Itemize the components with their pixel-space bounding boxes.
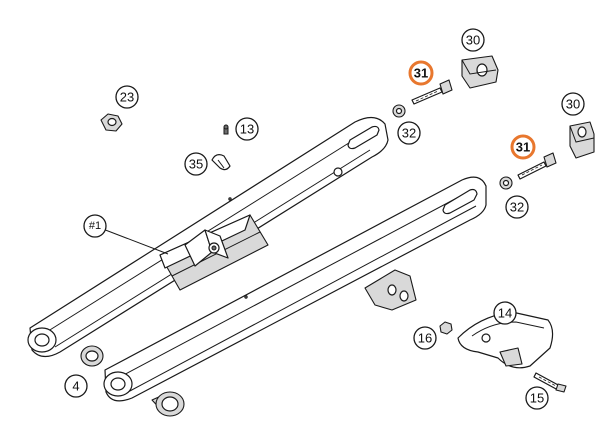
callout-13: 13	[235, 117, 259, 141]
callout-14-label: 14	[498, 306, 512, 321]
callout-30-lower: 30	[561, 92, 585, 116]
bolt-31-lower	[517, 152, 557, 180]
callout-swingarm: #1	[83, 214, 107, 238]
washer-32-upper	[392, 104, 406, 118]
callout-15-label: 15	[530, 391, 544, 406]
callout-30-upper: 30	[461, 28, 485, 52]
callout-23: 23	[115, 85, 139, 109]
nut-16	[439, 321, 453, 335]
callout-13-label: 13	[240, 122, 254, 137]
nut-23	[100, 113, 123, 132]
washer-32-lower	[499, 176, 513, 190]
screw-13	[223, 124, 229, 135]
callout-4: 4	[64, 374, 88, 398]
chain-guide-14	[457, 311, 554, 369]
callout-35: 35	[184, 152, 208, 176]
callout-16-label: 16	[418, 331, 432, 346]
swingarm	[27, 116, 487, 402]
callout-32-lower-label: 32	[510, 200, 524, 215]
callout-31-upper: 31	[408, 60, 434, 86]
callout-32-lower: 32	[505, 195, 529, 219]
callout-15: 15	[525, 386, 549, 410]
callout-32-upper-label: 32	[402, 126, 416, 141]
callout-35-label: 35	[189, 157, 203, 172]
callout-16: 16	[413, 326, 437, 350]
callout-swingarm-label: #1	[89, 220, 101, 232]
clip-35	[211, 154, 231, 171]
callout-31-lower-label: 31	[516, 140, 530, 155]
callout-31-upper-label: 31	[414, 66, 428, 81]
bearing-sleeve-upper	[80, 345, 104, 367]
callout-4-label: 4	[72, 379, 79, 394]
callout-23-label: 23	[120, 90, 134, 105]
bracket-30-upper	[461, 55, 499, 89]
bearing-sleeve-lower	[151, 391, 185, 417]
bolt-31-upper	[411, 79, 453, 105]
leader-swingarm	[94, 225, 169, 255]
screw-15	[533, 372, 567, 393]
callout-32-upper: 32	[397, 121, 421, 145]
callout-14: 14	[493, 301, 517, 325]
bracket-30-lower	[569, 121, 595, 159]
callout-31-lower: 31	[510, 134, 536, 160]
callout-30-upper-label: 30	[466, 33, 480, 48]
callout-30-lower-label: 30	[566, 97, 580, 112]
